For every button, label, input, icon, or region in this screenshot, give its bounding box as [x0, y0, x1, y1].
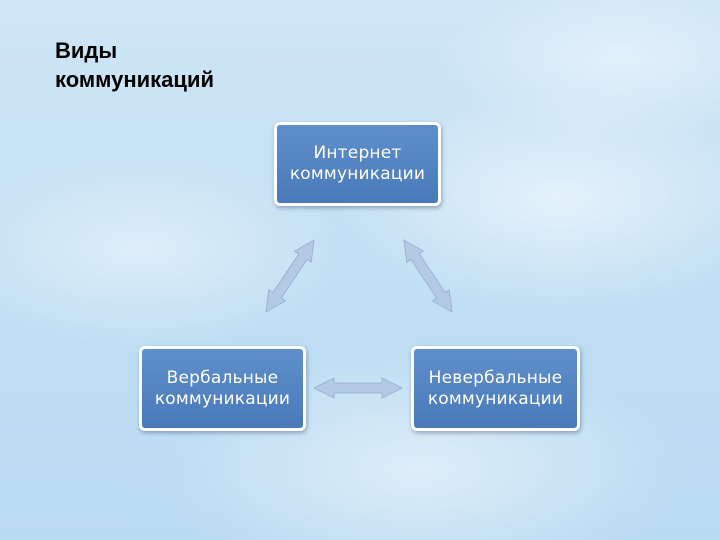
double-arrow-internet-verbal-icon [265, 239, 315, 313]
double-arrow-internet-nonverbal-icon [403, 239, 453, 313]
slide-title: Виды коммуникаций [55, 38, 214, 92]
node-nonverbal-label: Невербальные коммуникации [427, 367, 564, 409]
node-internet-label: Интернет коммуникации [289, 143, 426, 184]
node-nonverbal-communications: Невербальные коммуникации [411, 346, 580, 431]
double-arrow-verbal-nonverbal-icon [312, 377, 404, 399]
double-arrow-shape [403, 239, 453, 313]
node-verbal-communications: Вербальные коммуникации [139, 346, 306, 431]
node-verbal-label: Вербальные коммуникации [154, 367, 291, 409]
node-internet-communications: Интернет коммуникации [274, 122, 441, 206]
double-arrow-shape [312, 377, 404, 399]
double-arrow-shape [265, 239, 315, 313]
